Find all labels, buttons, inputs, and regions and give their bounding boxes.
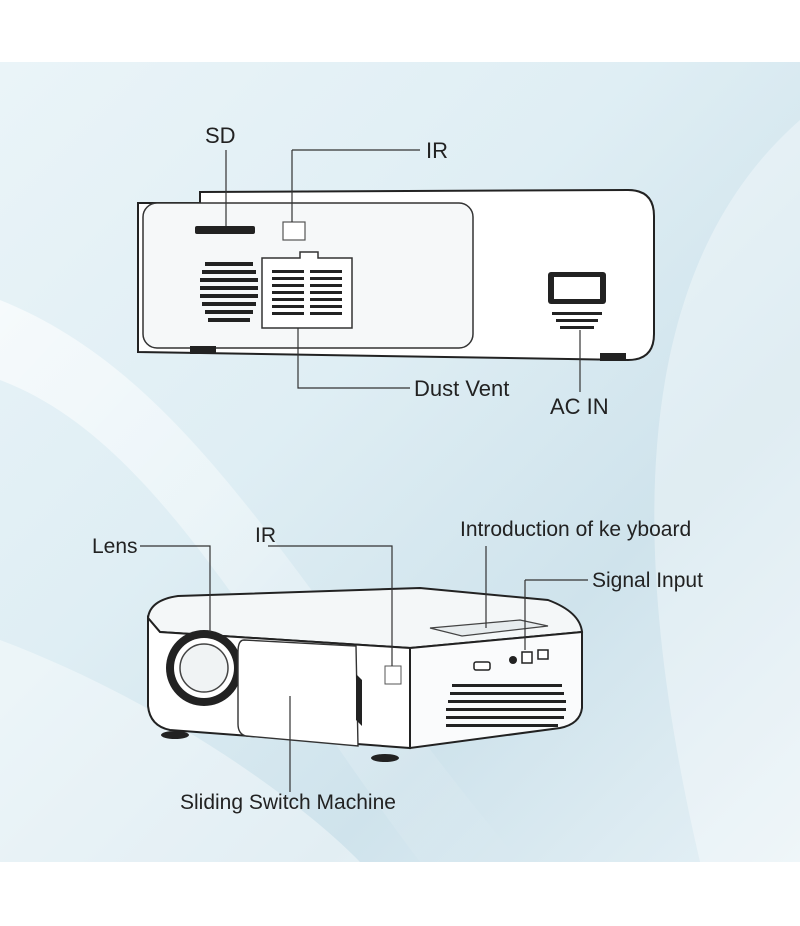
label-keyboard: Introduction of ke yboard <box>460 518 691 541</box>
label-signal-input: Signal Input <box>592 569 703 592</box>
label-ac-in: AC IN <box>550 394 609 419</box>
signal-input-ports <box>473 649 549 671</box>
label-lens: Lens <box>92 535 138 558</box>
keyboard-panel <box>429 619 549 637</box>
projector-rear-view <box>137 149 655 392</box>
label-sliding-switch: Sliding Switch Machine <box>180 791 396 814</box>
sd-slot <box>195 226 255 234</box>
side-vent-grille <box>200 262 258 322</box>
label-dust-vent: Dust Vent <box>414 376 509 401</box>
label-ir-top: IR <box>426 138 448 163</box>
ir-window <box>282 221 306 241</box>
lens <box>166 630 242 706</box>
projector-perspective-view <box>140 545 588 792</box>
label-ir-front: IR <box>255 524 276 547</box>
dust-vent <box>261 251 353 329</box>
side-vent-grille-front <box>446 684 566 727</box>
ac-in-socket <box>548 272 606 329</box>
sliding-cover <box>237 639 359 747</box>
label-sd: SD <box>205 123 236 148</box>
ir-window-front <box>384 665 402 685</box>
